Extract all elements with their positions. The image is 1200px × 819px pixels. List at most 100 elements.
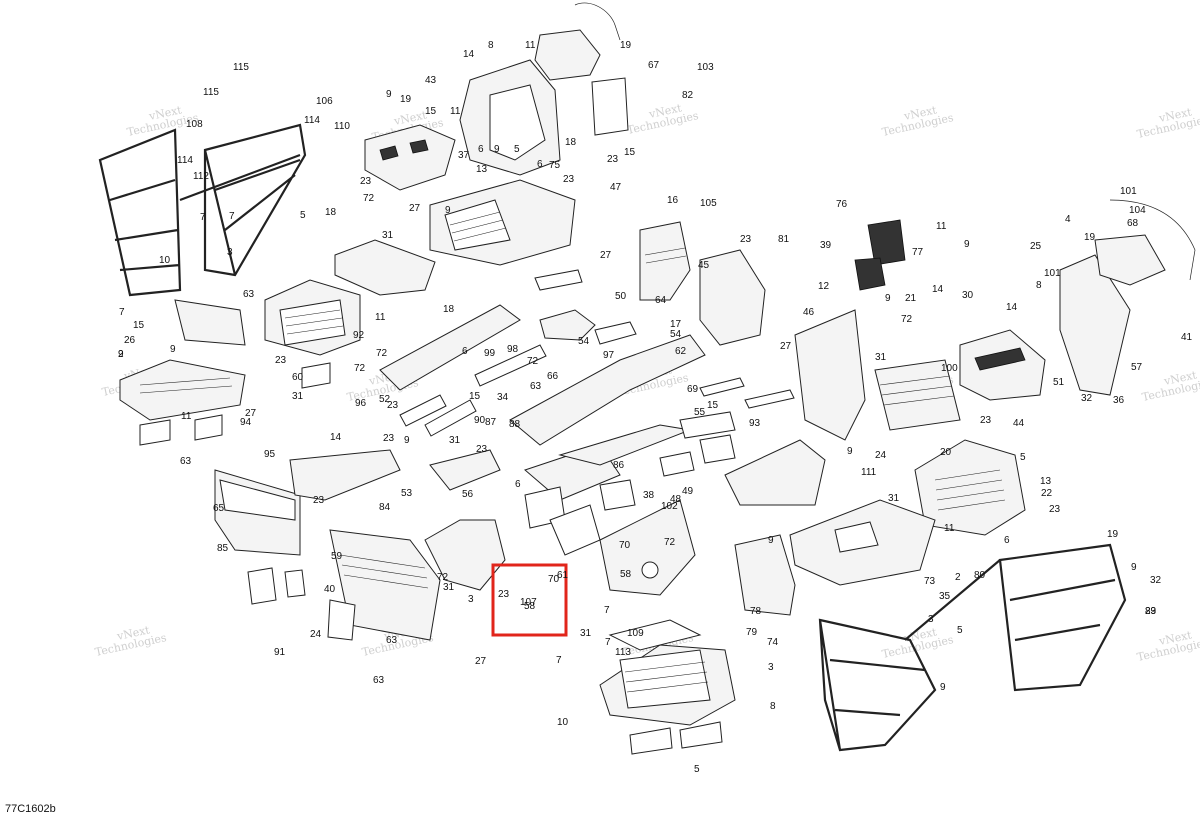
callout-label: 37 <box>458 150 470 161</box>
callout-label: 101 <box>1044 268 1061 279</box>
callout-label: 20 <box>940 447 952 458</box>
callout-label: 59 <box>331 551 343 562</box>
callout-label: 72 <box>901 314 913 325</box>
callout-label: 15 <box>469 391 481 402</box>
callout-label: 21 <box>905 293 917 304</box>
callout-label: 35 <box>939 591 951 602</box>
roll-cage-rear-left <box>98 123 307 297</box>
callout-label: 111 <box>861 467 877 478</box>
pad-63 <box>139 419 171 446</box>
callout-label: 72 <box>363 193 375 204</box>
callout-label: 8 <box>770 701 776 712</box>
highlight-callout-label: 58 <box>524 601 536 612</box>
airbox-43 <box>364 124 456 191</box>
panel-38 <box>724 439 826 506</box>
dash-panel-81 <box>699 249 766 346</box>
channel-95 <box>289 449 401 501</box>
callout-label: 46 <box>803 307 815 318</box>
callout-label: 6 <box>515 479 521 490</box>
bracket-76 <box>867 219 906 266</box>
pad-63 <box>194 414 223 441</box>
callout-label: 112 <box>193 171 209 182</box>
callout-label: 9 <box>170 344 176 355</box>
callout-label: 90 <box>474 415 486 426</box>
callout-label: 95 <box>264 449 276 460</box>
callout-label: 18 <box>443 304 455 315</box>
callout-label: 24 <box>875 450 887 461</box>
callout-label: 24 <box>310 629 322 640</box>
callout-label: 44 <box>1013 418 1025 429</box>
callout-label: 7 <box>119 307 125 318</box>
callout-label: 96 <box>355 398 367 409</box>
channel-65 <box>429 449 501 491</box>
callout-label: 27 <box>409 203 421 214</box>
callout-label: 23 <box>980 415 992 426</box>
callout-label: 31 <box>449 435 461 446</box>
callout-label: 19 <box>400 94 412 105</box>
callout-label: 3 <box>768 662 774 673</box>
callout-label: 32 <box>1081 393 1093 404</box>
part-56 <box>659 451 695 477</box>
callout-label: 9 <box>768 535 774 546</box>
callout-label: 25 <box>1030 241 1042 252</box>
callout-label: 84 <box>379 502 391 513</box>
callout-label: 2 <box>118 349 124 360</box>
callout-label: 11 <box>525 40 536 51</box>
callout-label: 14 <box>330 432 342 443</box>
callout-label: 31 <box>382 230 394 241</box>
callout-label: 61 <box>557 570 569 581</box>
callout-label: 77 <box>912 247 924 258</box>
callout-label: 23 <box>360 176 372 187</box>
rear-fender-inner <box>489 84 546 161</box>
panel-61 <box>734 534 796 616</box>
callout-label: 40 <box>324 584 336 595</box>
callout-label: 8 <box>488 40 494 51</box>
callout-label: 47 <box>610 182 622 193</box>
callout-label: 23 <box>563 174 575 185</box>
callout-label: 36 <box>1113 395 1125 406</box>
callout-label: 11 <box>375 312 386 323</box>
callout-label: 104 <box>1129 205 1146 216</box>
callout-label: 23 <box>1145 606 1157 617</box>
callout-label: 32 <box>1150 575 1162 586</box>
callout-label: 10 <box>557 717 569 728</box>
callout-label: 15 <box>624 147 636 158</box>
callout-label: 43 <box>425 75 437 86</box>
callout-label: 23 <box>476 444 488 455</box>
callout-label: 92 <box>353 330 365 341</box>
wheel-well-23 <box>424 519 506 591</box>
highlight-callout-label: 23 <box>498 589 510 600</box>
callout-label: 60 <box>292 372 304 383</box>
callout-label: 14 <box>463 49 475 60</box>
flap-79 <box>284 569 306 598</box>
callout-label: 9 <box>1131 562 1137 573</box>
callout-label: 31 <box>443 582 455 593</box>
callout-label: 19 <box>1107 529 1119 540</box>
casting-97 <box>539 309 596 341</box>
callout-label: 31 <box>292 391 304 402</box>
callout-label: 105 <box>700 198 717 209</box>
highlight-box <box>491 563 568 637</box>
callout-label: 63 <box>386 635 398 646</box>
callout-label: 9 <box>445 205 451 216</box>
callout-label: 74 <box>767 637 779 648</box>
callout-label: 63 <box>180 456 192 467</box>
callout-label: 72 <box>376 348 388 359</box>
callout-label: 115 <box>233 62 249 73</box>
diagram-code: 77C1602b <box>5 803 56 815</box>
callout-label: 3 <box>468 594 474 605</box>
callout-label: 49 <box>682 486 694 497</box>
bar-88 <box>679 411 736 439</box>
cover-73 <box>608 619 702 651</box>
callout-label: 19 <box>620 40 632 51</box>
callout-label: 23 <box>383 433 395 444</box>
callout-label: 9 <box>404 435 410 446</box>
callout-label: 64 <box>655 295 667 306</box>
pad-63 <box>679 721 723 749</box>
rail-52 <box>474 344 547 387</box>
callout-label: 7 <box>200 212 206 223</box>
callout-label: 55 <box>694 407 706 418</box>
callout-label: 68 <box>1127 218 1139 229</box>
rail-93 <box>399 394 447 427</box>
callout-label: 72 <box>354 363 366 374</box>
